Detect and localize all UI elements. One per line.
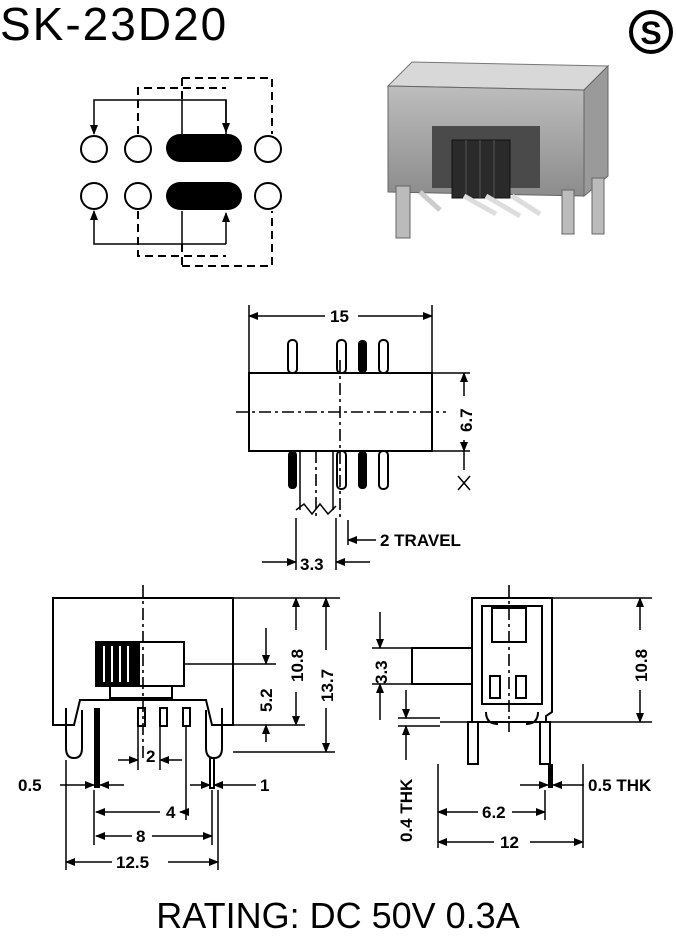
dim-side-height: 10.8	[632, 649, 651, 682]
top-view-drawing: 15 6.7 3.3 2 TRAVEL	[236, 305, 476, 574]
dim-travel: 2 TRAVEL	[380, 531, 461, 550]
dim-side-knob: 3.3	[372, 660, 391, 684]
dim-pin-span-8: 8	[136, 827, 145, 846]
dim-pin-span-4: 4	[166, 803, 176, 822]
front-view-drawing: 5.2 10.8 13.7 2 0.5 1 4 8 12.5	[18, 585, 340, 872]
dim-pin-pitch: 2	[146, 747, 155, 766]
dim-pin-width: 0.5	[18, 776, 42, 795]
dim-front-height: 10.8	[288, 649, 307, 682]
dim-outer-width: 12.5	[116, 853, 149, 872]
model-title: SK-23D20	[0, 0, 228, 50]
dim-inner-height: 5.2	[257, 688, 276, 712]
rating-label: RATING: DC 50V 0.3A	[156, 895, 519, 936]
svg-text:S: S	[640, 15, 661, 51]
circuit-schematic	[80, 77, 282, 267]
brand-logo: S	[629, 10, 673, 54]
dim-pin-thk: 0.5 THK	[588, 776, 652, 795]
dim-top-height: 6.7	[457, 408, 476, 432]
switch-render	[386, 61, 610, 239]
side-view-drawing: 10.8 3.3 0.4 THK 0.5 THK 6.2 12	[372, 585, 652, 852]
dim-knob-width: 3.3	[300, 555, 324, 574]
dim-pin-offset: 1	[260, 776, 269, 795]
dim-side-width: 12	[500, 833, 519, 852]
dim-side-pitch: 6.2	[482, 803, 506, 822]
dim-front-total-height: 13.7	[318, 669, 337, 702]
dim-top-width: 15	[330, 307, 349, 326]
dim-plate-thk: 0.4 THK	[397, 778, 416, 842]
